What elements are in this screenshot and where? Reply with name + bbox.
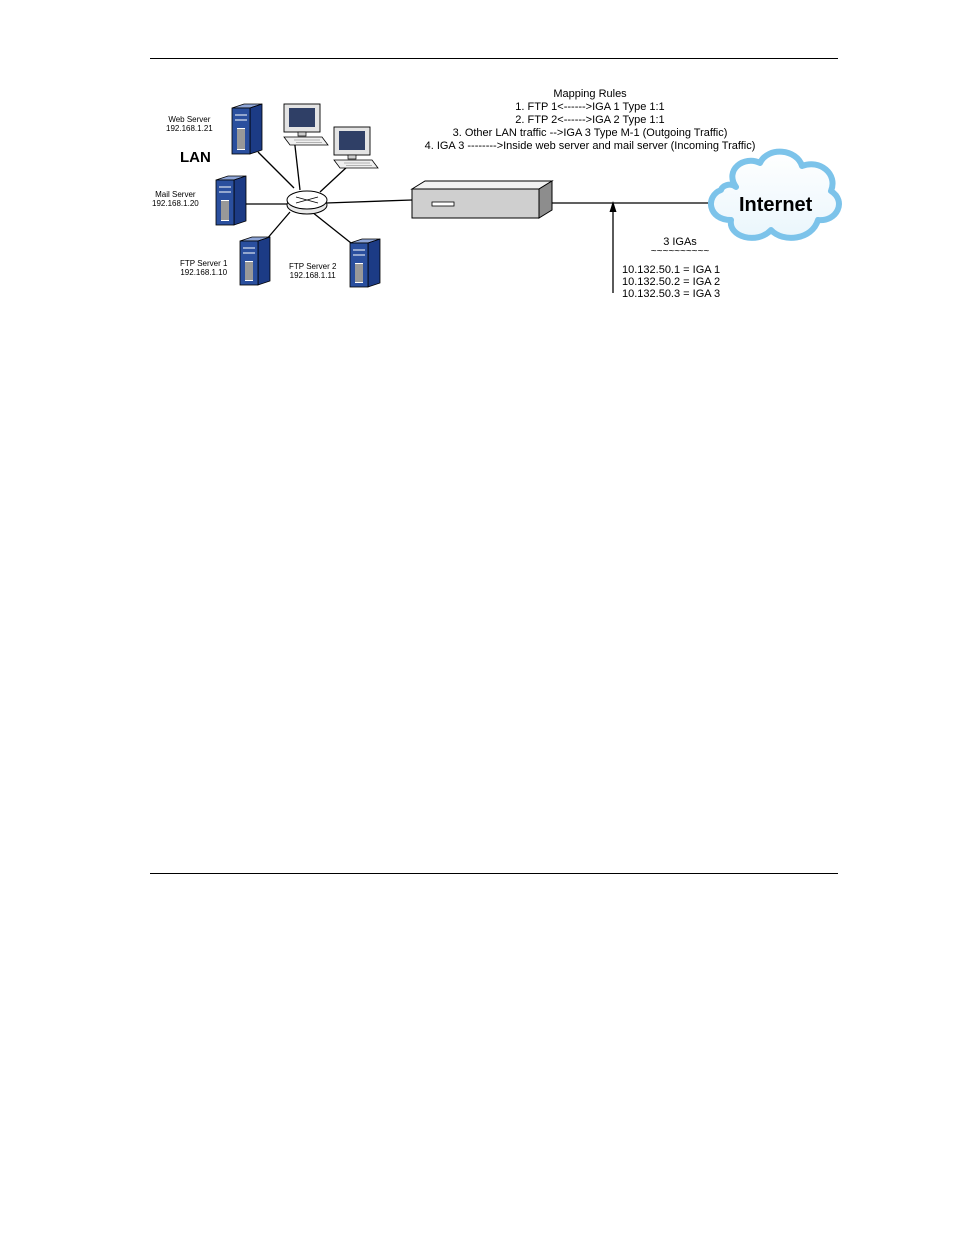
igas-list: 10.132.50.1 = IGA 1 10.132.50.2 = IGA 2 …	[622, 264, 720, 300]
web-server-icon	[232, 104, 262, 154]
web-server-name: Web Server	[166, 115, 213, 124]
iga-item: 10.132.50.2 = IGA 2	[622, 276, 720, 288]
mapping-rules-title: Mapping Rules	[380, 88, 800, 101]
link-ftp-server-2	[312, 212, 351, 243]
ftp-server-2-name: FTP Server 2	[289, 262, 336, 271]
mapping-rule-item: 3. Other LAN traffic -->IGA 3 Type M-1 (…	[380, 127, 800, 140]
mail-server-label: Mail Server 192.168.1.20	[152, 190, 199, 208]
ftp-server-1-icon	[240, 237, 270, 285]
ftp-server-2-icon	[350, 239, 380, 287]
footer-rule	[150, 873, 838, 874]
internet-label: Internet	[739, 194, 812, 217]
mapping-rules: Mapping Rules 1. FTP 1<------>IGA 1 Type…	[380, 88, 800, 153]
link-web-server	[258, 152, 294, 188]
router-device-icon	[412, 181, 552, 218]
link-ftp-server-1	[266, 212, 290, 240]
ftp-server-2-ip: 192.168.1.11	[289, 271, 336, 280]
iga-item: 10.132.50.1 = IGA 1	[622, 264, 720, 276]
link-pc-2	[320, 166, 348, 192]
switch-icon	[287, 191, 327, 214]
ftp-server-1-label: FTP Server 1 192.168.1.10	[180, 259, 227, 277]
workstation-2-icon	[334, 127, 378, 168]
link-switch-to-router	[326, 200, 412, 203]
ftp-server-2-label: FTP Server 2 192.168.1.11	[289, 262, 336, 280]
mail-server-icon	[216, 176, 246, 225]
mail-server-name: Mail Server	[152, 190, 199, 199]
lan-label: LAN	[180, 149, 211, 166]
ftp-server-1-ip: 192.168.1.10	[180, 268, 227, 277]
iga-item: 10.132.50.3 = IGA 3	[622, 288, 720, 300]
workstation-1-icon	[284, 104, 328, 145]
ftp-server-1-name: FTP Server 1	[180, 259, 227, 268]
web-server-label: Web Server 192.168.1.21	[166, 115, 213, 133]
network-diagram	[0, 0, 954, 320]
mapping-rule-item: 2. FTP 2<------>IGA 2 Type 1:1	[380, 114, 800, 127]
mail-server-ip: 192.168.1.20	[152, 199, 199, 208]
mapping-rule-item: 4. IGA 3 -------->Inside web server and …	[380, 140, 800, 153]
mapping-rule-item: 1. FTP 1<------>IGA 1 Type 1:1	[380, 101, 800, 114]
web-server-ip: 192.168.1.21	[166, 124, 213, 133]
igas-title: 3 IGAs ~~~~~~~~~~	[640, 236, 720, 256]
igas-title-underline: ~~~~~~~~~~	[640, 248, 720, 256]
